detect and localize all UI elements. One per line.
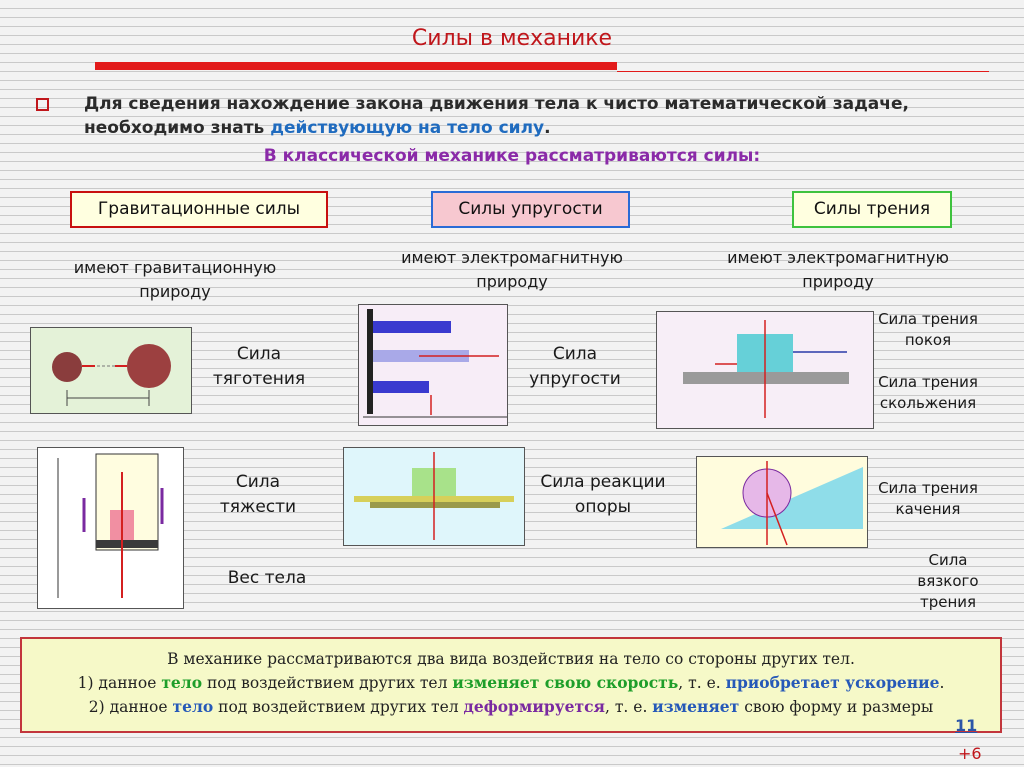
subtitle: В классической механике рассматриваются … — [263, 146, 761, 166]
force-elasticity: Сила упругости — [529, 344, 621, 389]
force-gravitation: Сила тяготения — [212, 344, 306, 389]
nature-friction: имеют электромагнитную природу — [727, 248, 949, 291]
category-friction: Силы трения — [792, 191, 952, 228]
note-line-3: 2) данное тело под воздействием других т… — [22, 695, 1000, 719]
gravity-illustration — [37, 447, 184, 609]
note-l3c: под воздействием других тел — [213, 698, 464, 716]
rolling-friction-illustration — [696, 456, 868, 548]
note-line-2: 1) данное тело под воздействием других т… — [22, 671, 1000, 695]
intro-line-2: необходимо знать действующую на тело сил… — [84, 116, 984, 140]
note-l3g: свою форму и размеры — [739, 698, 934, 716]
page-number: 11 — [955, 716, 978, 735]
note-l3b: тело — [172, 697, 214, 716]
category-gravitational: Гравитационные силы — [70, 191, 328, 228]
force-gravity: Сила тяжести — [219, 472, 297, 517]
intro-line-2-pre: необходимо знать — [84, 118, 271, 138]
note-l2d: изменяет свою скорость — [452, 673, 679, 692]
force-static-friction: Сила трения покоя — [878, 310, 978, 349]
force-sliding-friction: Сила трения скольжения — [878, 373, 978, 412]
intro-highlight: действующую на тело силу — [270, 118, 545, 138]
note-l3f: изменяет — [652, 697, 740, 716]
gravitation-illustration — [30, 327, 192, 414]
note-l2a: 1) данное — [77, 674, 162, 692]
nature-elastic: имеют электромагнитную природу — [401, 248, 623, 291]
page-title: Силы в механике — [411, 26, 613, 51]
note-l2c: под воздействием других тел — [202, 674, 453, 692]
friction-illustration — [656, 311, 874, 429]
note-l3e: , т. е. — [604, 698, 653, 716]
note-l2f: приобретает ускорение — [725, 673, 940, 692]
note-l2e: , т. е. — [678, 674, 726, 692]
category-elastic: Силы упругости — [431, 191, 630, 228]
reaction-illustration — [343, 447, 525, 546]
title-underline-bar — [95, 62, 617, 70]
nature-gravitational: имеют гравитационную природу — [73, 258, 277, 301]
note-l2b: тело — [161, 673, 203, 692]
square-bullet-icon — [36, 98, 49, 111]
page-extra: +6 — [958, 744, 982, 763]
intro-text: Для сведения нахождение закона движения … — [84, 92, 984, 140]
note-line-1: В механике рассматриваются два вида возд… — [167, 650, 855, 668]
note-l3a: 2) данное — [88, 698, 173, 716]
note-l2g: . — [939, 674, 945, 692]
force-viscous-friction: Сила вязкого трения — [917, 551, 979, 611]
elasticity-illustration — [358, 304, 508, 426]
intro-line-1: Для сведения нахождение закона движения … — [84, 94, 909, 114]
summary-note: В механике рассматриваются два вида возд… — [20, 637, 1002, 733]
force-rolling-friction: Сила трения качения — [878, 479, 978, 518]
force-reaction: Сила реакции опоры — [540, 472, 666, 517]
note-l3d: деформируется — [463, 697, 605, 716]
title-underline-line — [617, 71, 989, 72]
force-weight: Вес тела — [227, 568, 307, 588]
intro-line-2-post: . — [544, 118, 551, 138]
